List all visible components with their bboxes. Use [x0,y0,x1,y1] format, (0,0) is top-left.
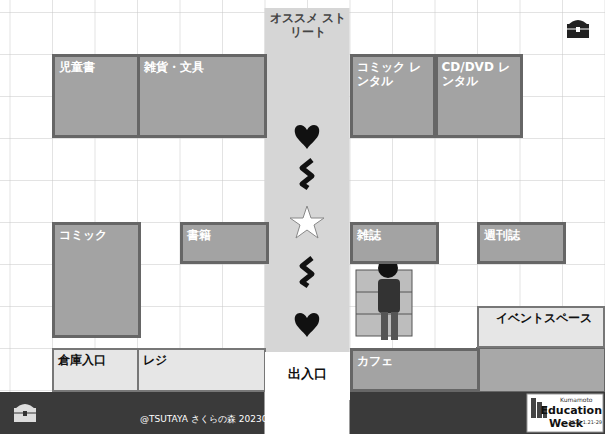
logo-text: Kumamoto [560,396,593,403]
logo-text: 2023.1.21-29 [568,419,602,425]
copyright-note: @TSUTAYA さくらの森 20230121 [140,413,285,426]
area-label: 書籍 [187,228,266,242]
area-label: オススメ ストリート [269,11,348,40]
counter-area: レジ [137,348,266,392]
area-label: 倉庫入口 [58,353,137,367]
shelf-area: 児童書 [52,54,141,138]
area-label: カフェ [357,354,477,368]
shelf-area: 雑誌 [350,222,439,264]
entrance-box: 出入口 [265,352,350,400]
street-band: オススメ ストリート [265,8,351,48]
area-label: 児童書 [59,60,138,74]
area-label: レジ [143,353,263,367]
logo-text: Education [540,404,602,417]
area-label: 週刊誌 [484,228,563,242]
shelf-area: 雑貨・文具 [137,54,267,138]
counter-area: 倉庫入口 [52,348,140,392]
area-label: コミック レンタル [357,60,433,89]
shelf-area: CD/DVD レンタル [435,54,523,138]
area-label: イベントスペース [483,311,605,325]
shelf-area: コミック [52,222,141,338]
area-label: コミック [59,228,138,242]
shelf-area: 週刊誌 [477,222,566,264]
area-label: 雑誌 [357,228,436,242]
cafe-area: カフェ [350,348,480,392]
area-label: 雑貨・文具 [144,60,264,74]
area-label: 出入口 [268,366,347,382]
shelf-area: 書籍 [180,222,269,264]
event-space: イベントスペース [477,306,605,348]
area-label: CD/DVD レンタル [442,60,520,89]
shelf-area: コミック レンタル [350,54,436,138]
